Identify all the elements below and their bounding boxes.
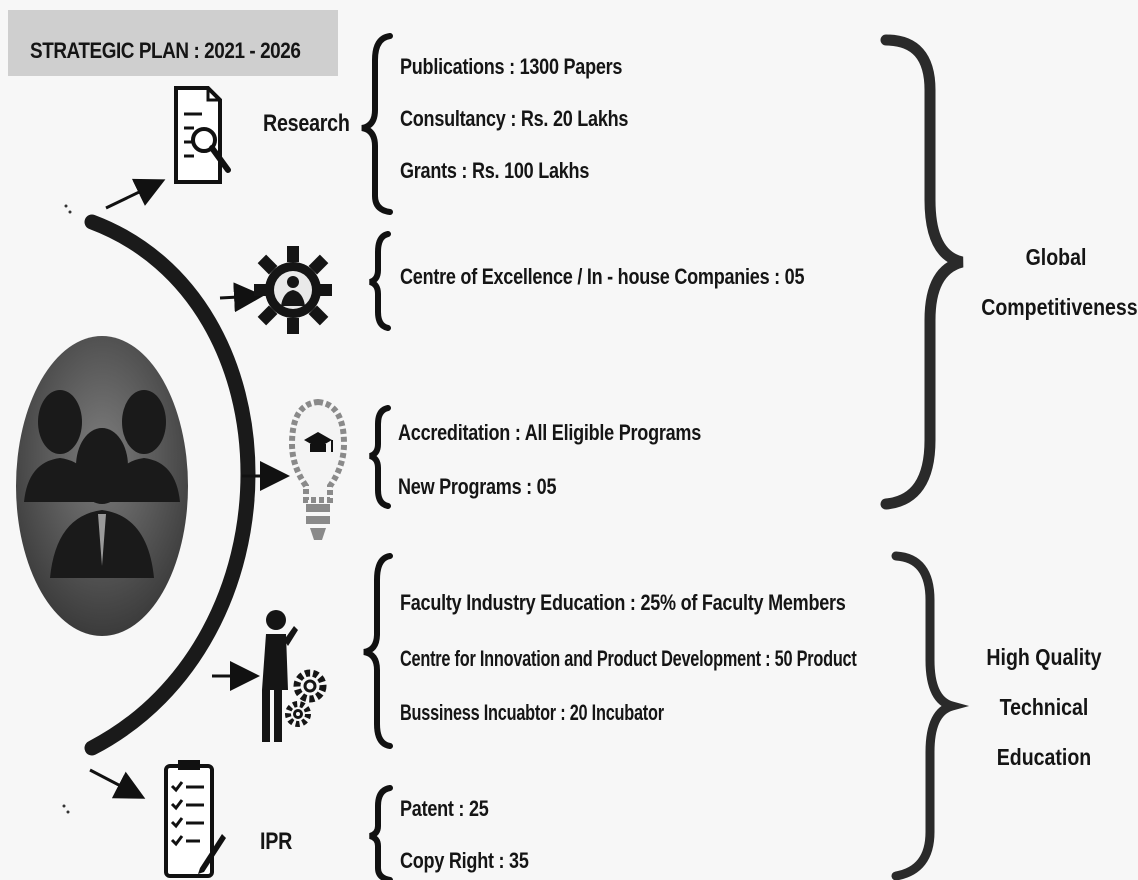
outcome-line: Competitiveness	[981, 294, 1138, 320]
brace-global	[880, 34, 964, 510]
innovation-centre-item: Centre for Innovation and Product Develo…	[400, 646, 857, 671]
new-programs-item: New Programs : 05	[398, 474, 557, 499]
publications-item: Publications : 1300 Papers	[400, 54, 623, 79]
brace-programs	[369, 405, 391, 509]
copyright-item: Copy Right : 35	[400, 848, 529, 873]
patent-item: Patent : 25	[400, 796, 489, 821]
brace-ipr	[369, 785, 393, 880]
arrow-ipr	[89, 768, 146, 799]
document-search-icon	[174, 86, 231, 184]
brace-quality	[891, 551, 970, 880]
grants-item: Grants : Rs. 100 Lakhs	[400, 158, 590, 183]
connector-arc	[84, 214, 256, 756]
people-group-icon	[16, 336, 188, 636]
brace-excellence	[369, 231, 391, 331]
arrow-excellence	[219, 282, 264, 313]
lightbulb-graduation-icon	[288, 398, 348, 540]
global-competitiveness-outcome: Global Competitiveness	[981, 232, 1138, 332]
title-banner: STRATEGIC PLAN : 2021 - 2026	[8, 10, 338, 76]
gear-person-icon	[254, 246, 332, 334]
ipr-label: IPR	[260, 828, 293, 855]
checklist-pencil-icon	[164, 760, 226, 878]
arrow-research	[105, 178, 166, 210]
high-quality-outcome: High Quality Technical Education	[976, 632, 1112, 782]
business-incubator-item: Bussiness Incuabtor : 20 Incubator	[400, 700, 664, 725]
faculty-industry-item: Faculty Industry Education : 25% of Facu…	[400, 590, 846, 615]
brace-research	[361, 33, 393, 215]
person-gears-icon	[262, 610, 327, 742]
research-label: Research	[263, 110, 350, 137]
consultancy-item: Consultancy : Rs. 20 Lakhs	[400, 106, 629, 131]
centre-of-excellence-item: Centre of Excellence / In - house Compan…	[400, 264, 805, 289]
outcome-line: High Quality	[986, 644, 1102, 670]
outcome-line: Education	[996, 744, 1092, 770]
outcome-line: Global	[1025, 244, 1087, 270]
outcome-line: Technical	[999, 694, 1089, 720]
page-title: STRATEGIC PLAN : 2021 - 2026	[30, 38, 301, 63]
brace-industry	[363, 553, 393, 749]
accreditation-item: Accreditation : All Eligible Programs	[398, 420, 701, 445]
